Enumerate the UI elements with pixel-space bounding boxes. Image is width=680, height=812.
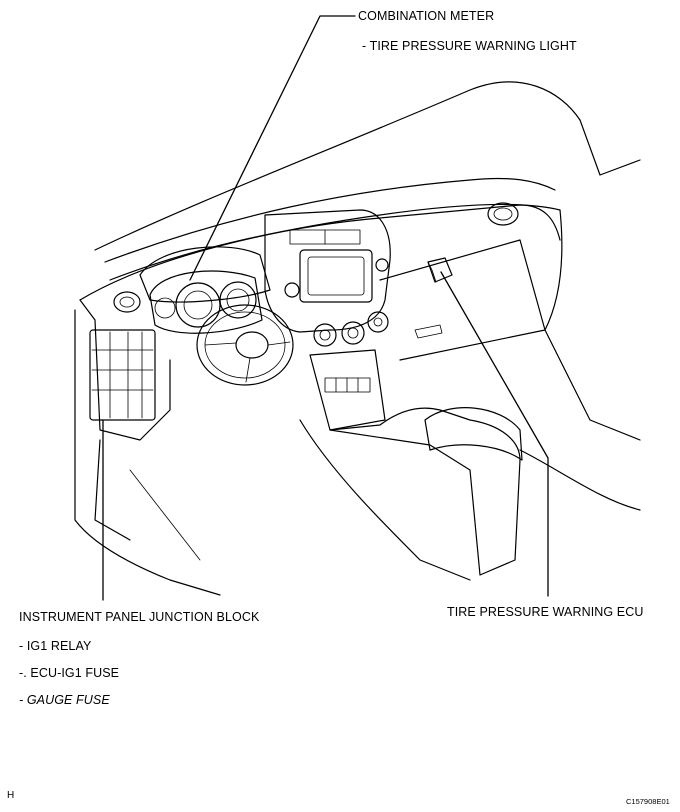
- footer-mark: H: [7, 790, 15, 801]
- junction-block: [89, 329, 156, 421]
- climate-dial-right-inner: [373, 317, 383, 327]
- center-console: [329, 407, 521, 576]
- cluster-face: [149, 270, 263, 334]
- right-vent-inner: [493, 207, 513, 221]
- climate-dial-left: [313, 323, 337, 347]
- tpms-ecu-box: [427, 257, 453, 283]
- tpms-ecu-leader: [440, 271, 549, 597]
- speedometer-inner: [183, 290, 213, 320]
- left-vent-inner: [119, 296, 135, 308]
- left-vent: [113, 291, 141, 313]
- climate-dial-center: [341, 321, 365, 345]
- junction-block-title: INSTRUMENT PANEL JUNCTION BLOCK: [19, 610, 260, 624]
- steering-hub: [235, 331, 269, 359]
- console-lower-line: [299, 419, 471, 581]
- left-kick-panel: [94, 439, 131, 541]
- windshield-lower-edge: [104, 177, 556, 263]
- center-display: [299, 249, 373, 303]
- tachometer-inner: [226, 288, 250, 312]
- climate-dial-left-inner: [319, 329, 331, 341]
- spoke-bottom: [245, 357, 251, 383]
- left-door-edge: [74, 309, 221, 596]
- center-display-inner: [307, 256, 365, 296]
- spoke-right: [267, 341, 291, 346]
- a-pillar-line: [579, 119, 641, 176]
- dash-top-line: [79, 203, 561, 301]
- combination-meter-item-1: - TIRE PRESSURE WARNING LIGHT: [362, 39, 577, 53]
- spoke-left: [204, 342, 237, 346]
- small-gauge: [154, 297, 176, 319]
- figure-code: C157908E01: [626, 797, 670, 806]
- climate-dial-right: [367, 311, 389, 333]
- combination-meter-title: COMBINATION METER: [358, 9, 495, 23]
- steering-wheel-inner: [204, 311, 286, 379]
- combination-meter-leader: [189, 15, 356, 281]
- right-dash-edge: [379, 239, 546, 361]
- right-door-line: [544, 209, 641, 441]
- lower-console: [309, 349, 386, 431]
- tpms-ecu-title: TIRE PRESSURE WARNING ECU: [447, 605, 644, 619]
- stack-knob-right: [375, 258, 389, 272]
- windshield-outline: [94, 81, 581, 251]
- floor-line-right: [519, 449, 641, 511]
- stack-knob-left: [284, 282, 300, 298]
- console-switches: [324, 377, 371, 393]
- climate-dial-center-inner: [347, 327, 359, 339]
- speedometer: [175, 282, 221, 328]
- center-stack-outline: [264, 209, 391, 333]
- tachometer: [219, 281, 257, 319]
- left-floor-line: [129, 469, 201, 561]
- glovebox-handle: [414, 324, 443, 339]
- tpms-ecu-box-side: [427, 261, 437, 283]
- junction-block-item-3: - GAUGE FUSE: [19, 693, 110, 707]
- dash-upper-contour: [109, 204, 561, 281]
- cluster-hood: [139, 246, 271, 303]
- armrest: [424, 407, 523, 461]
- junction-block-item-1: - IG1 RELAY: [19, 639, 92, 653]
- left-lower-panel: [79, 299, 171, 441]
- right-vent: [487, 202, 519, 226]
- steering-wheel: [196, 304, 294, 386]
- junction-block-item-2: -. ECU-IG1 FUSE: [19, 666, 120, 680]
